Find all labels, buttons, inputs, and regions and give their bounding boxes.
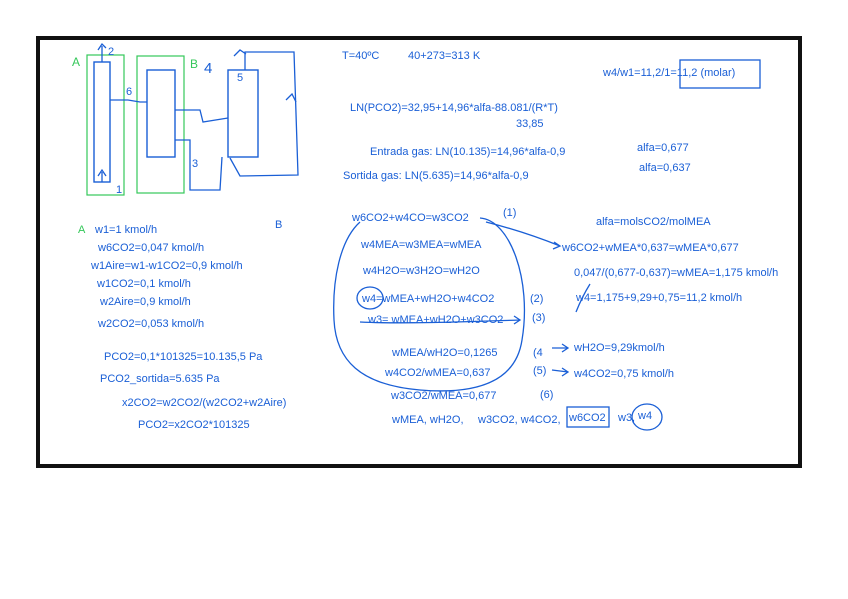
process-sketch bbox=[86, 42, 761, 431]
left-line: w1Aire=w1-w1CO2=0,9 kmol/h bbox=[91, 260, 243, 272]
unknowns-circled: w4 bbox=[638, 410, 653, 422]
stream-2-label: 2 bbox=[108, 46, 115, 58]
balance-eq8: w3CO2/wMEA=0,677 bbox=[391, 390, 497, 402]
w4-unknown-circle bbox=[631, 403, 663, 431]
left-line: w2Aire=0,9 kmol/h bbox=[100, 296, 191, 308]
stream-6-label: 6 bbox=[126, 86, 133, 98]
balance-eq4: w4=wMEA+wH2O+w4CO2 bbox=[362, 293, 495, 305]
stream-1-label: 1 bbox=[116, 184, 123, 196]
ln-value: 33,85 bbox=[516, 118, 544, 130]
balance-eq2: w4MEA=w3MEA=wMEA bbox=[361, 239, 482, 251]
column-1 bbox=[93, 61, 111, 183]
alfa-definition: alfa=molsCO2/molMEA bbox=[596, 216, 711, 228]
section-b-label: B bbox=[275, 219, 283, 231]
result-r5: w4CO2=0,75 kmol/h bbox=[574, 368, 674, 380]
green-box-b bbox=[136, 55, 185, 194]
balance-n6: (6) bbox=[540, 389, 554, 401]
balance-eq1: w6CO2+w4CO=w3CO2 bbox=[352, 212, 469, 224]
ln-formula: LN(PCO2)=32,95+14,96*alfa-88.081/(R*T) bbox=[350, 102, 558, 114]
column-2 bbox=[146, 69, 176, 158]
left-line: w2CO2=0,053 kmol/h bbox=[98, 318, 205, 330]
sortida-equation: Sortida gas: LN(5.635)=14,96*alfa-0,9 bbox=[343, 170, 529, 182]
arrow-to-r1 bbox=[485, 221, 562, 250]
stream-5-line bbox=[229, 51, 299, 177]
result-r2: 0,047/(0,677-0,637)=wMEA=1,175 kmol/h bbox=[574, 267, 779, 279]
temperature: T=40ºC bbox=[342, 50, 380, 62]
balance-n3: (3) bbox=[532, 312, 546, 324]
ratio-box bbox=[679, 59, 761, 89]
left-line: w6CO2=0,047 kmol/h bbox=[98, 242, 205, 254]
label-a: A bbox=[72, 55, 81, 69]
stream-3-line bbox=[175, 139, 223, 191]
label-b: B bbox=[190, 57, 199, 71]
result-r3: w4=1,175+9,29+0,75=11,2 kmol/h bbox=[576, 292, 743, 304]
left-line: PCO2=x2CO2*101325 bbox=[138, 419, 250, 431]
w4-circle bbox=[356, 286, 384, 310]
unknowns-boxed: w6CO2 bbox=[569, 412, 606, 424]
left-line: x2CO2=w2CO2/(w2CO2+w2Aire) bbox=[122, 397, 287, 409]
stream-4-line bbox=[175, 109, 229, 123]
balance-n4: (4 bbox=[533, 347, 543, 359]
balance-eq6: wMEA/wH2O=0,1265 bbox=[392, 347, 498, 359]
balance-n5: (5) bbox=[533, 365, 547, 377]
arrow-to-r5 bbox=[551, 367, 570, 377]
molar-ratio: w4/w1=11,2/1=11,2 (molar) bbox=[603, 67, 736, 79]
unknown-box bbox=[566, 406, 610, 428]
arrow-eq5 bbox=[359, 315, 522, 325]
balance-loop bbox=[333, 217, 526, 392]
stream-1-line bbox=[97, 168, 107, 182]
balance-n1: (1) bbox=[503, 207, 517, 219]
unknowns-b: w3CO2, w4CO2, bbox=[478, 414, 561, 426]
result-r1: w6CO2+wMEA*0,637=wMEA*0,677 bbox=[562, 242, 739, 254]
balance-eq3: w4H2O=w3H2O=wH2O bbox=[363, 265, 480, 277]
stream-5-label: 5 bbox=[237, 72, 244, 84]
alfa-out: alfa=0,637 bbox=[639, 162, 691, 174]
unknowns-c: w3, bbox=[618, 412, 636, 424]
column-3 bbox=[227, 69, 259, 158]
unknowns-a: wMEA, wH2O, bbox=[392, 414, 464, 426]
arrow-to-r3 bbox=[575, 283, 591, 313]
temperature-kelvin: 40+273=313 K bbox=[408, 50, 481, 62]
result-r4: wH2O=9,29kmol/h bbox=[574, 342, 665, 354]
balance-eq5: w3= wMEA+wH2O+w3CO2 bbox=[368, 314, 504, 326]
green-box-a bbox=[86, 54, 125, 196]
section-a-label: A bbox=[78, 224, 86, 236]
stream-6-line bbox=[110, 99, 147, 103]
left-line: PCO2_sortida=5.635 Pa bbox=[100, 373, 220, 385]
whiteboard: A B 4 2 1 3 5 6 T=40ºC 40+273=313 K w4/w… bbox=[36, 36, 802, 468]
left-line: PCO2=0,1*101325=10.135,5 Pa bbox=[104, 351, 263, 363]
label-4: 4 bbox=[204, 60, 213, 77]
stream-2-line bbox=[97, 42, 107, 62]
entrada-equation: Entrada gas: LN(10.135)=14,96*alfa-0,9 bbox=[370, 146, 566, 158]
stream-top-line bbox=[233, 49, 247, 57]
left-line: w1=1 kmol/h bbox=[95, 224, 158, 236]
stream-3-label: 3 bbox=[192, 158, 199, 170]
balance-eq7: w4CO2/wMEA=0,637 bbox=[385, 367, 491, 379]
arrow-to-r4 bbox=[552, 343, 570, 353]
stream-right-line bbox=[285, 92, 297, 103]
balance-n2: (2) bbox=[530, 293, 544, 305]
left-line: w1CO2=0,1 kmol/h bbox=[97, 278, 191, 290]
alfa-in: alfa=0,677 bbox=[637, 142, 689, 154]
